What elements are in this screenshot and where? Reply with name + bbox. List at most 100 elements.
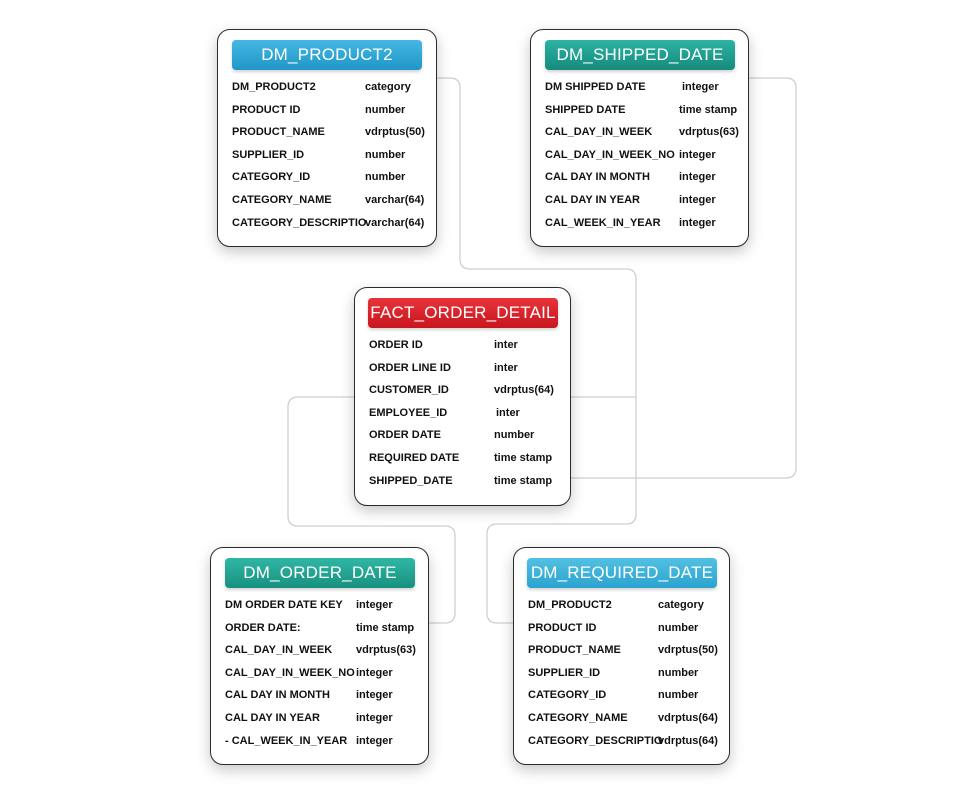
- table-row: REQUIRED DATE time stamp: [355, 448, 570, 471]
- table-fact-order-detail[interactable]: FACT_ORDER_DETAIL ORDER ID inter ORDER LI…: [354, 287, 571, 506]
- column-name: REQUIRED DATE: [369, 451, 460, 464]
- column-type: category: [658, 599, 704, 611]
- table-title: DM_PRODUCT2: [232, 40, 422, 70]
- column-type: vdrptus(64): [658, 711, 718, 724]
- table-dm-shipped-date[interactable]: DM_SHIPPED_DATE DM SHIPPED DATE integer S…: [530, 29, 749, 247]
- connector-product-to-fact: [437, 77, 637, 398]
- column-type: number: [658, 666, 699, 679]
- column-type: vdrptus(64): [658, 734, 718, 747]
- column-name: PRODUCT ID: [528, 621, 597, 634]
- column-name: CATEGORY_NAME: [232, 193, 332, 206]
- table-row: CAL_DAY_IN_WEEK vdrptus(63): [211, 640, 428, 663]
- table-row: EMPLOYEE_ID inter: [355, 403, 570, 426]
- connector-shipped-to-fact: [571, 77, 797, 479]
- column-name: CATEGORY_ID: [528, 689, 607, 702]
- column-name: CAL DAY IN YEAR: [225, 711, 320, 724]
- column-name: CAL_DAY_IN_WEEK: [225, 644, 333, 657]
- column-name: CATEGORY_DESCRIPTIO: [232, 216, 367, 229]
- column-name: ORDER ID: [369, 339, 423, 351]
- column-name: CAL_DAY_IN_WEEK_NO: [545, 148, 675, 161]
- column-name: SUPPLIER_ID: [232, 148, 305, 161]
- table-row: CAL DAY IN MONTH integer: [211, 685, 428, 708]
- table-row: ORDER LINE ID inter: [355, 358, 570, 381]
- column-name: - CAL_WEEK_IN_YEAR: [225, 734, 348, 747]
- column-name: SUPPLIER_ID: [528, 666, 601, 679]
- table-title: FACT_ORDER_DETAIL: [368, 298, 558, 328]
- column-name: ORDER DATE:: [225, 621, 301, 634]
- column-name: SHIPPED DATE: [545, 103, 626, 116]
- column-type: integer: [356, 599, 393, 611]
- column-type: number: [365, 171, 406, 184]
- column-type: varchar(64): [365, 216, 425, 229]
- column-type: integer: [682, 81, 719, 93]
- column-type: vdrptus(63): [356, 644, 416, 657]
- column-name: CAL_DAY_IN_WEEK: [545, 126, 653, 139]
- column-type: integer: [356, 666, 393, 679]
- column-type: time stamp: [679, 103, 738, 116]
- column-name: CUSTOMER_ID: [369, 384, 449, 397]
- column-type: inter: [494, 339, 518, 351]
- connector-fact-to-order-date: [287, 396, 456, 624]
- table-dm-required-date[interactable]: DM_REQUIRED_DATE DM_PRODUCT2 category PRO…: [513, 547, 730, 765]
- table-row: ORDER DATE: time stamp: [211, 618, 428, 641]
- column-type: integer: [679, 193, 716, 206]
- table-row: ORDER ID inter: [355, 335, 570, 358]
- connector-fact-to-required-date: [486, 397, 637, 624]
- column-name: PRODUCT_NAME: [528, 644, 621, 657]
- column-name: DM SHIPPED DATE: [545, 81, 646, 93]
- table-title: DM_REQUIRED_DATE: [527, 558, 717, 588]
- column-list: ORDER ID inter ORDER LINE ID inter CUSTOME…: [355, 335, 570, 493]
- column-type: varchar(64): [365, 193, 425, 206]
- table-row: DM SHIPPED DATE integer: [531, 77, 748, 100]
- column-type: time stamp: [494, 451, 553, 464]
- table-row: PRODUCT ID number: [514, 618, 729, 641]
- table-row: SUPPLIER_ID number: [514, 663, 729, 686]
- table-row: DM_PRODUCT2 category: [514, 595, 729, 618]
- column-type: integer: [679, 171, 716, 184]
- column-list: DM SHIPPED DATE integer SHIPPED DATE time …: [531, 77, 748, 235]
- column-type: inter: [494, 361, 518, 374]
- column-name: EMPLOYEE_ID: [369, 406, 448, 419]
- column-name: CAL DAY IN MONTH: [225, 689, 330, 702]
- column-type: integer: [356, 689, 393, 702]
- column-name: DM ORDER DATE KEY: [225, 599, 343, 611]
- column-type: inter: [496, 406, 520, 419]
- column-type: integer: [356, 734, 393, 747]
- column-name: DM_PRODUCT2: [232, 81, 316, 93]
- column-name: CATEGORY_DESCRIPTIO: [528, 734, 663, 747]
- table-row: DM ORDER DATE KEY integer: [211, 595, 428, 618]
- column-name: PRODUCT ID: [232, 103, 301, 116]
- column-type: number: [658, 689, 699, 702]
- column-list: DM_PRODUCT2 category PRODUCT ID number PRO…: [514, 595, 729, 753]
- column-name: CATEGORY_NAME: [528, 711, 628, 724]
- column-name: PRODUCT_NAME: [232, 126, 325, 139]
- table-title: DM_SHIPPED_DATE: [545, 40, 735, 70]
- column-name: ORDER LINE ID: [369, 361, 451, 374]
- column-name: ORDER DATE: [369, 429, 441, 442]
- column-type: vdrptus(64): [494, 384, 554, 397]
- column-name: DM_PRODUCT2: [528, 599, 612, 611]
- column-type: number: [494, 429, 535, 442]
- column-type: time stamp: [356, 621, 415, 634]
- column-type: number: [658, 621, 699, 634]
- column-type: integer: [679, 216, 716, 229]
- column-type: vdrptus(50): [365, 126, 425, 139]
- column-list: DM ORDER DATE KEY integer ORDER DATE: time…: [211, 595, 428, 753]
